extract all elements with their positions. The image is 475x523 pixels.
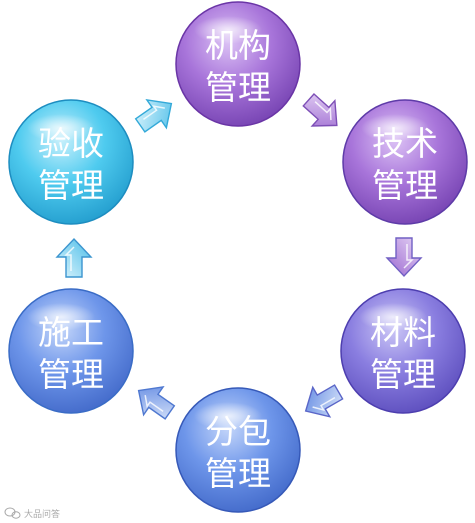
node-label-line2: 管理 — [38, 355, 104, 394]
arrow-construction-to-acceptance — [55, 237, 93, 278]
node-label-line2: 管理 — [205, 454, 271, 493]
node-acceptance-management: 验收 管理 — [8, 99, 134, 225]
wechat-icon — [4, 507, 21, 519]
node-label-line1: 技术 — [372, 124, 438, 163]
watermark: 大品问答 — [4, 507, 60, 520]
arrow-material-to-subcontract — [304, 384, 344, 418]
node-label-line1: 机构 — [205, 26, 271, 65]
watermark-text: 大品问答 — [24, 508, 60, 520]
arrow-technology-to-material — [385, 237, 423, 278]
node-technology-management: 技术 管理 — [342, 99, 468, 225]
arrow-organization-to-technology — [302, 93, 338, 127]
arrow-acceptance-to-organization — [134, 98, 173, 133]
node-construction-management: 施工 管理 — [8, 288, 134, 414]
node-label-line1: 施工 — [38, 313, 104, 352]
node-label-line1: 分包 — [205, 412, 271, 451]
node-label-line2: 管理 — [372, 166, 438, 205]
node-material-management: 材料 管理 — [340, 288, 466, 414]
node-organization-management: 机构 管理 — [175, 1, 301, 127]
node-subcontract-management: 分包 管理 — [175, 387, 301, 513]
node-label-line1: 验收 — [38, 124, 104, 163]
arrow-subcontract-to-construction — [137, 385, 176, 420]
node-label-line2: 管理 — [38, 166, 104, 205]
node-label-line1: 材料 — [370, 313, 436, 352]
node-label-line2: 管理 — [205, 68, 271, 107]
node-label-line2: 管理 — [370, 355, 436, 394]
